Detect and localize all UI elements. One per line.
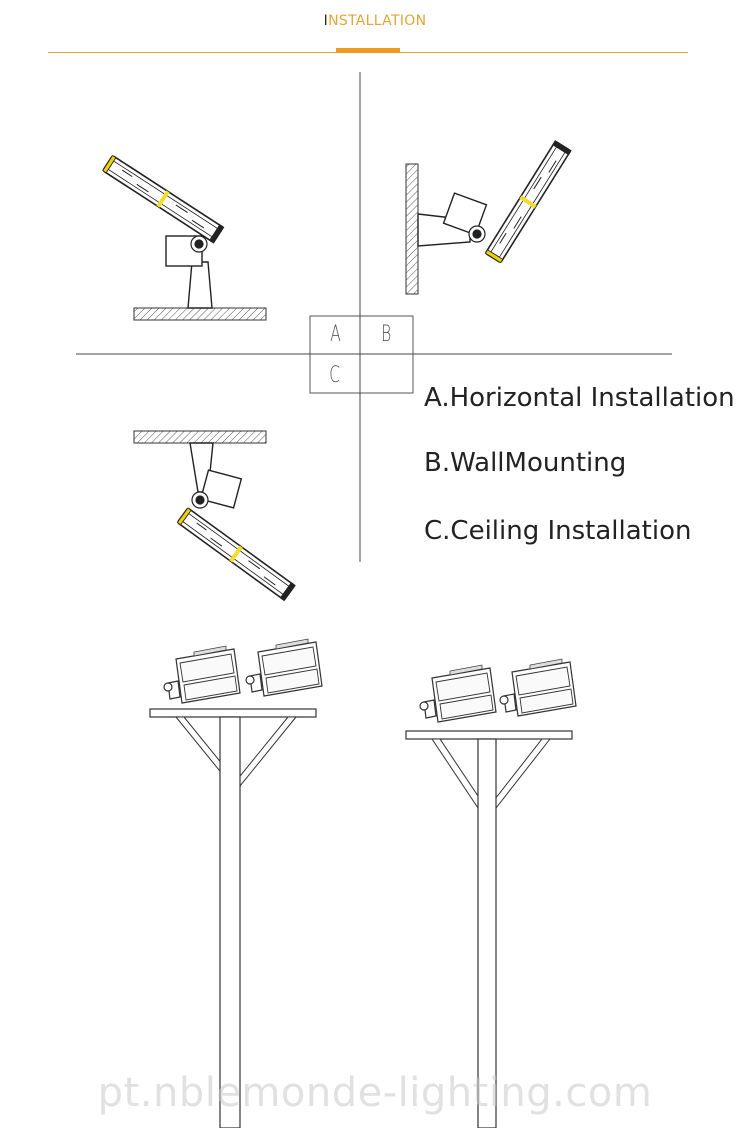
header-accent-bar — [336, 48, 400, 52]
watermark-url: pt.nblemonde-lighting.com — [97, 1070, 653, 1116]
installation-diagram-drawing — [76, 72, 672, 601]
quadrant-label-b: B — [381, 322, 392, 347]
quadrant-label-c: C — [329, 363, 341, 388]
header-divider — [48, 52, 688, 53]
section-header: INSTALLATION — [0, 0, 750, 60]
pole-left — [149, 638, 323, 1128]
quadrant-label-a: A — [330, 322, 341, 347]
pole-drawing — [149, 638, 577, 1128]
pole-installation-illustration — [0, 620, 750, 1128]
section-title-rest: NSTALLATION — [328, 13, 427, 29]
legend-horizontal-installation: A.Horizontal Installation — [424, 383, 735, 413]
section-title-initial: I — [323, 13, 329, 29]
legend-ceiling-installation: C.Ceiling Installation — [424, 516, 692, 546]
pole-right — [405, 658, 577, 1128]
installation-diagram: A B C A.Horizontal Installation B.WallMo… — [0, 60, 750, 620]
legend-wall-mounting: B.WallMounting — [424, 448, 627, 478]
section-title: INSTALLATION — [0, 13, 750, 29]
